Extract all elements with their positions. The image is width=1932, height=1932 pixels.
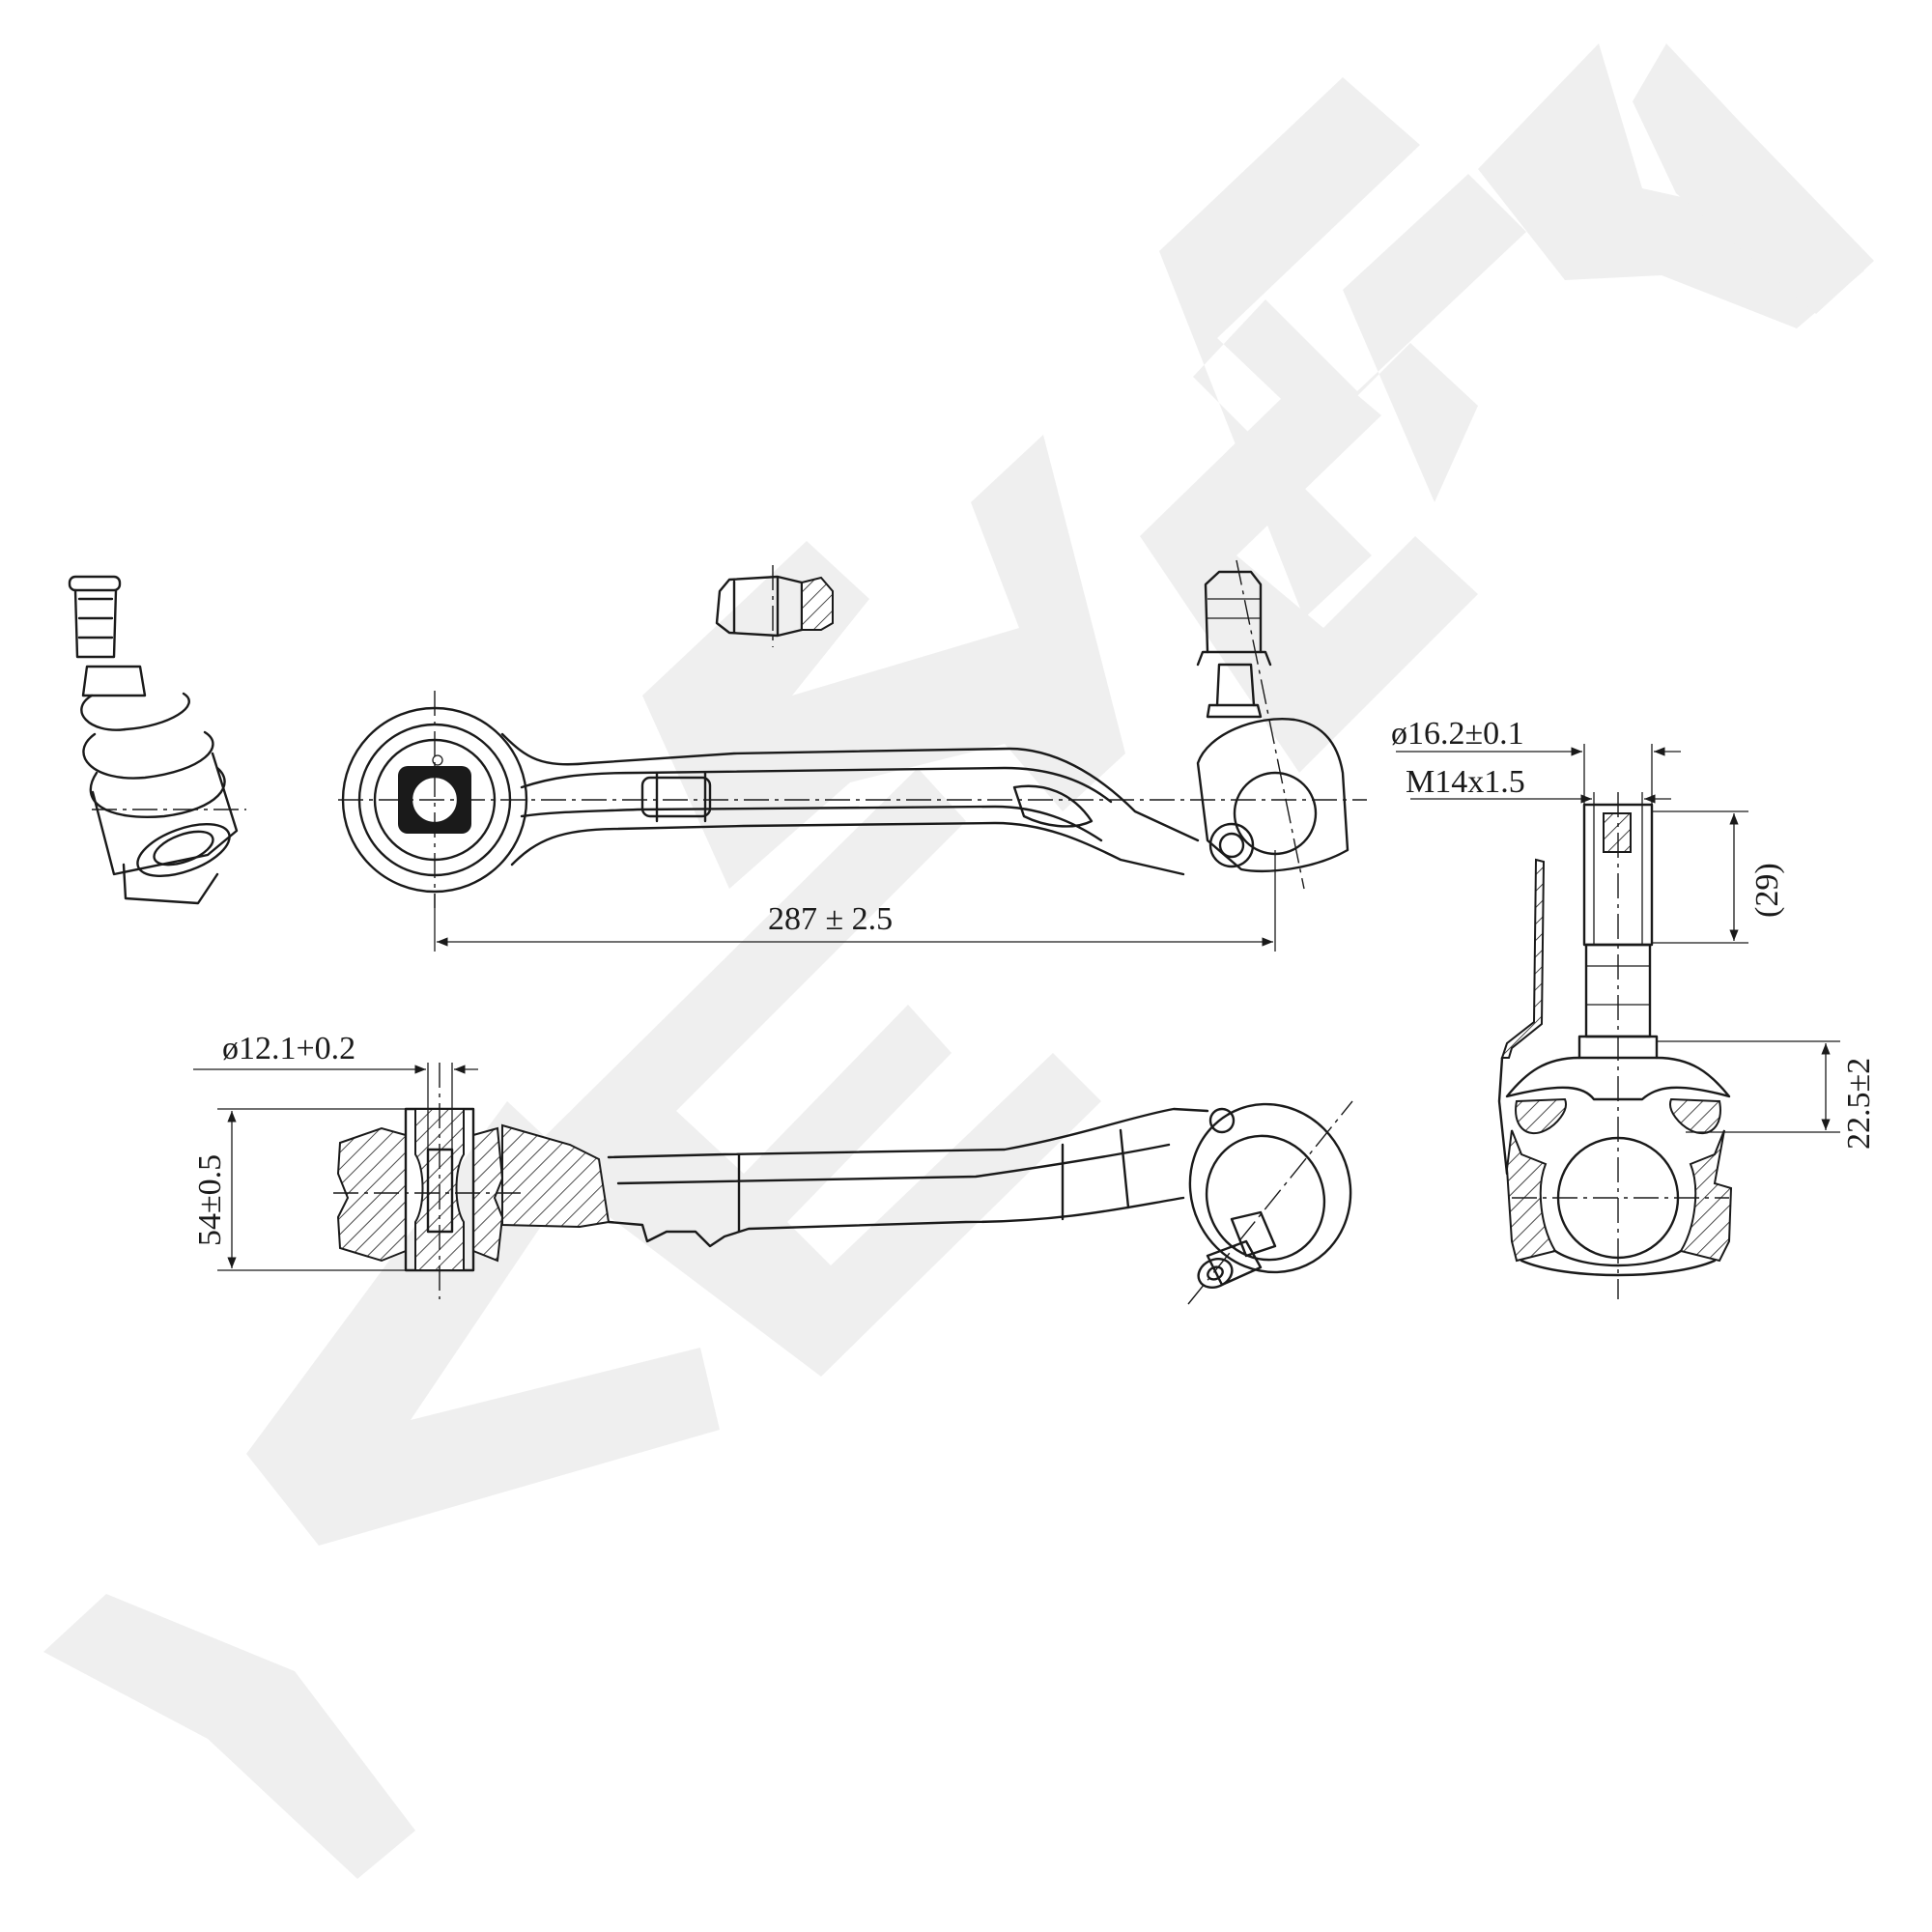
zennek-watermark-logo [43,43,1874,1879]
length-dimension-label: 287 ± 2.5 [768,901,893,937]
control-arm-top-view [338,559,1367,952]
stud-height-label: 22.5±2 [1841,1058,1877,1150]
control-arm-side-view [193,1063,1353,1305]
bushing-width-label: 54±0.5 [192,1154,228,1246]
thread-length-label: (29) [1749,863,1785,918]
ball-joint-section-view [1396,744,1840,1299]
ball-joint-iso-view [68,575,246,905]
stud-diameter-label: ø16.2±0.1 [1391,716,1524,752]
hole-diameter-label: ø12.1+0.2 [222,1031,355,1066]
thread-size-label: M14x1.5 [1406,764,1525,800]
hex-nut [715,565,834,647]
